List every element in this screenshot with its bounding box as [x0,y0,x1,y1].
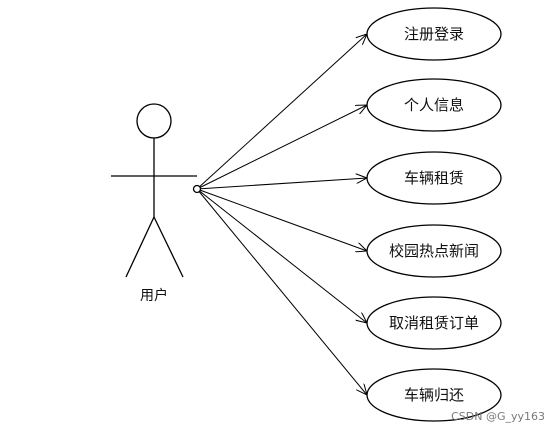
connection-origin-node [192,184,202,194]
connector-campus-news [196,188,367,251]
use-case-ellipse [366,78,502,132]
use-case-ellipse [366,224,502,278]
use-case-personal-info: 个人信息 [366,78,502,132]
use-case-label: 车辆归还 [404,386,464,404]
use-case-label: 注册登录 [404,25,464,43]
actor-left-leg [125,216,155,278]
use-case-ellipse [366,7,502,61]
actor-label: 用户 [140,287,168,304]
connector-cancel-rental-order [196,188,367,323]
connector-register-login [196,34,367,190]
actor-right-leg [153,216,184,278]
use-case-cancel-rental-order: 取消租赁订单 [366,296,502,350]
use-case-register-login: 注册登录 [366,7,502,61]
actor: 用户 [111,103,197,304]
use-case-label: 个人信息 [404,96,464,114]
connector-vehicle-return [196,188,367,395]
use-case-ellipse [366,296,502,350]
use-case-campus-news: 校园热点新闻 [366,224,502,278]
use-case-vehicle-rental: 车辆租赁 [366,151,502,205]
use-case-label: 校园热点新闻 [389,242,479,260]
use-case-vehicle-return: 车辆归还 [366,368,502,422]
connector-personal-info [196,105,367,190]
watermark: CSDN @G_yy163 [451,410,545,423]
use-case-label: 车辆租赁 [404,169,464,187]
use-case-label: 取消租赁订单 [389,314,479,332]
actor-head [136,103,172,139]
connector-vehicle-rental [196,178,367,190]
use-case-ellipse [366,151,502,205]
connectors [196,34,367,395]
use-case-ellipse [366,368,502,422]
